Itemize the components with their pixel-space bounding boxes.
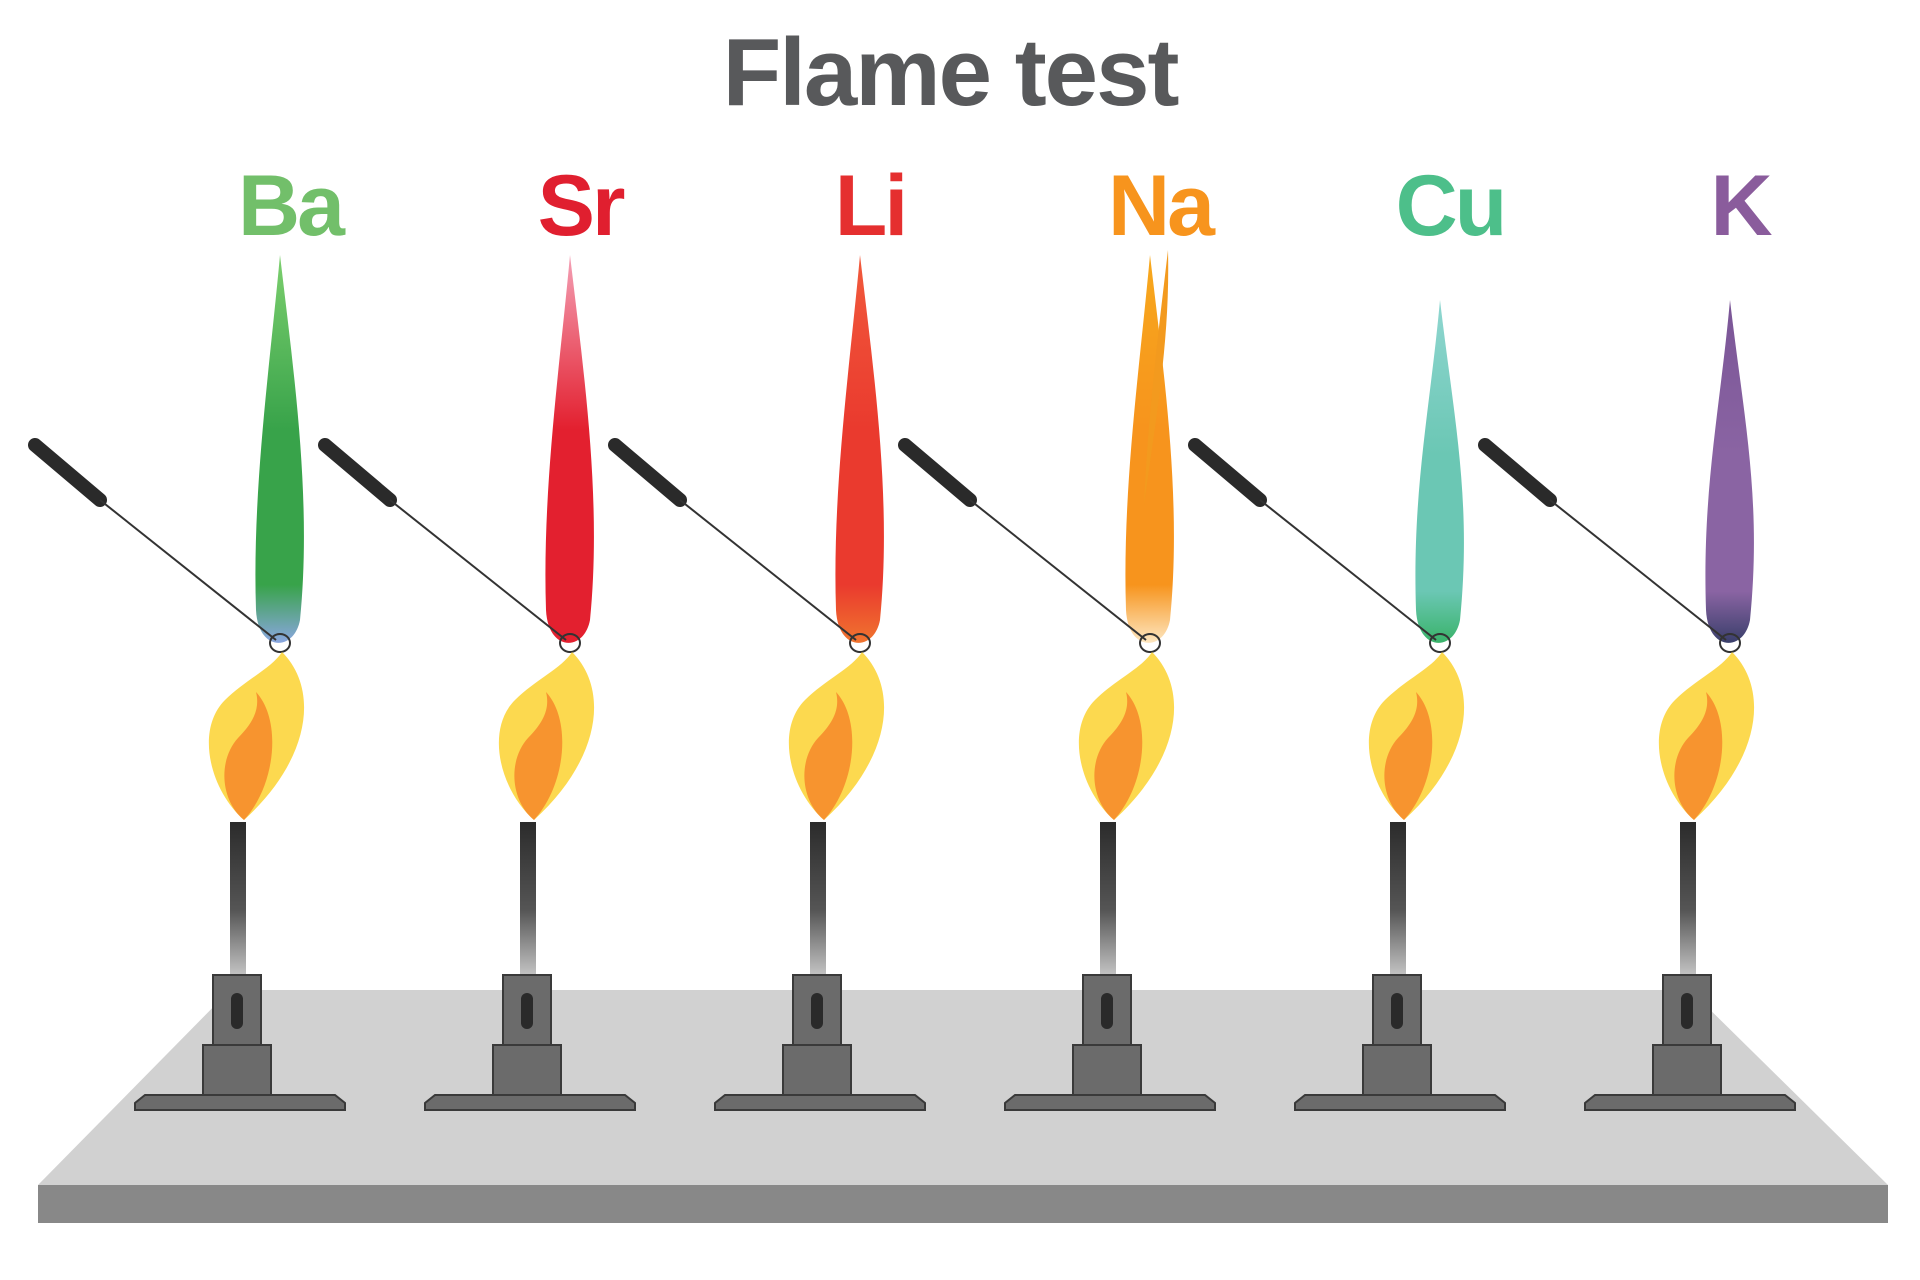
burner-tube [230, 822, 246, 982]
air-hole [231, 993, 243, 1029]
burner-neck [1362, 1044, 1432, 1096]
wire-loop [1719, 633, 1741, 653]
element-label: Ba [238, 158, 346, 254]
test-flame [255, 255, 304, 643]
burner-na: Na [898, 158, 1219, 1111]
burner-cu: Cu [1188, 158, 1507, 1111]
burner-foot [1294, 1094, 1506, 1111]
burner-li: Li [608, 158, 926, 1111]
burner-neck [1652, 1044, 1722, 1096]
burner-foot [424, 1094, 636, 1111]
diagram-title: Flame test [723, 19, 1179, 126]
test-flame [835, 255, 884, 643]
burner-tube [1100, 822, 1116, 982]
element-label: Li [835, 158, 905, 254]
test-flame [1415, 300, 1464, 643]
burner-neck [492, 1044, 562, 1096]
burner-collar [212, 974, 262, 1046]
burner-flame-inner [1094, 692, 1143, 820]
table [38, 990, 1888, 1223]
burner-flame-inner [224, 692, 273, 820]
burner-tube [810, 822, 826, 982]
element-label: Na [1108, 158, 1216, 254]
wire-loop-rod [99, 499, 277, 641]
burner-flame-inner [1674, 692, 1723, 820]
wire-loop [269, 633, 291, 653]
air-hole [1681, 993, 1693, 1029]
wire-loop-rod [679, 499, 857, 641]
air-hole [811, 993, 823, 1029]
burner-neck [202, 1044, 272, 1096]
wire-loop-rod [1259, 499, 1437, 641]
wire-loop [559, 633, 581, 653]
air-hole [521, 993, 533, 1029]
wire-loop-rod [389, 499, 567, 641]
burner-collar [1662, 974, 1712, 1046]
burner-foot [134, 1094, 346, 1111]
table-top [38, 990, 1888, 1185]
burner-k: K [1478, 158, 1796, 1111]
test-flame [1705, 300, 1754, 643]
burner-neck [1072, 1044, 1142, 1096]
air-hole [1391, 993, 1403, 1029]
burner-foot [714, 1094, 926, 1111]
burner-foot [1584, 1094, 1796, 1111]
element-label: K [1710, 158, 1772, 254]
test-flame-tongue [1144, 250, 1169, 505]
wire-loop [849, 633, 871, 653]
burner-tube [1390, 822, 1406, 982]
table-front [38, 1185, 1888, 1223]
wire-handle [1478, 438, 1557, 507]
wire-loop-rod [1549, 499, 1727, 641]
wire-loop-rod [969, 499, 1147, 641]
burner-flame-inner [1384, 692, 1433, 820]
wire-loop [1139, 633, 1161, 653]
wire-handle [608, 438, 687, 507]
wire-handle [28, 438, 107, 507]
burner-tube [520, 822, 536, 982]
wire-handle [898, 438, 977, 507]
burner-sr: Sr [318, 158, 636, 1111]
wire-handle [1188, 438, 1267, 507]
burner-neck [782, 1044, 852, 1096]
burner-collar [1082, 974, 1132, 1046]
wire-loop [1429, 633, 1451, 653]
test-flame [545, 255, 594, 643]
burners: Ba Sr Li Na Cu K [28, 158, 1796, 1111]
burner-tube [1680, 822, 1696, 982]
burner-flame-inner [514, 692, 563, 820]
burner-flame-inner [804, 692, 853, 820]
element-label: Cu [1396, 158, 1505, 254]
element-label: Sr [538, 158, 625, 254]
air-hole [1101, 993, 1113, 1029]
burner-ba: Ba [28, 158, 349, 1111]
wire-handle [318, 438, 397, 507]
burner-foot [1004, 1094, 1216, 1111]
